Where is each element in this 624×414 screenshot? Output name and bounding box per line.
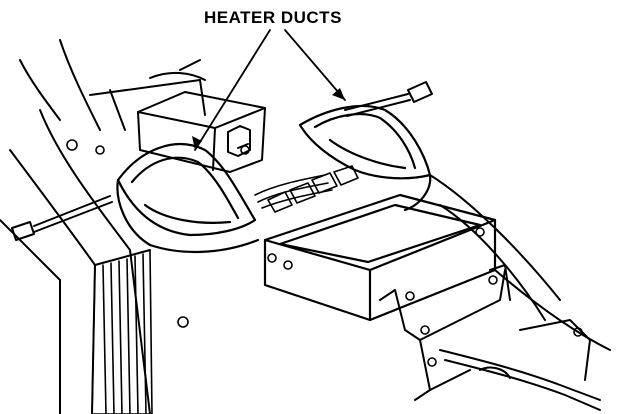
left-console-panel [0,39,151,414]
cable-linkage [439,319,601,411]
wiring-harness [254,165,359,213]
right-heater-duct [298,104,432,212]
heater-ducts-label: HEATER DUCTS [204,8,342,27]
blower-module [137,91,266,173]
fasteners [66,139,583,367]
mounting-bracket [379,264,511,401]
vent-grille [91,249,153,414]
right-bolt [344,81,433,117]
control-unit-box [263,193,497,322]
right-housing [429,174,611,351]
callout-leader-lines [194,29,346,151]
left-heater-duct [116,143,260,254]
rear-bracket [89,59,206,131]
left-bolt [11,195,113,241]
callout-arrowheads [192,88,345,150]
